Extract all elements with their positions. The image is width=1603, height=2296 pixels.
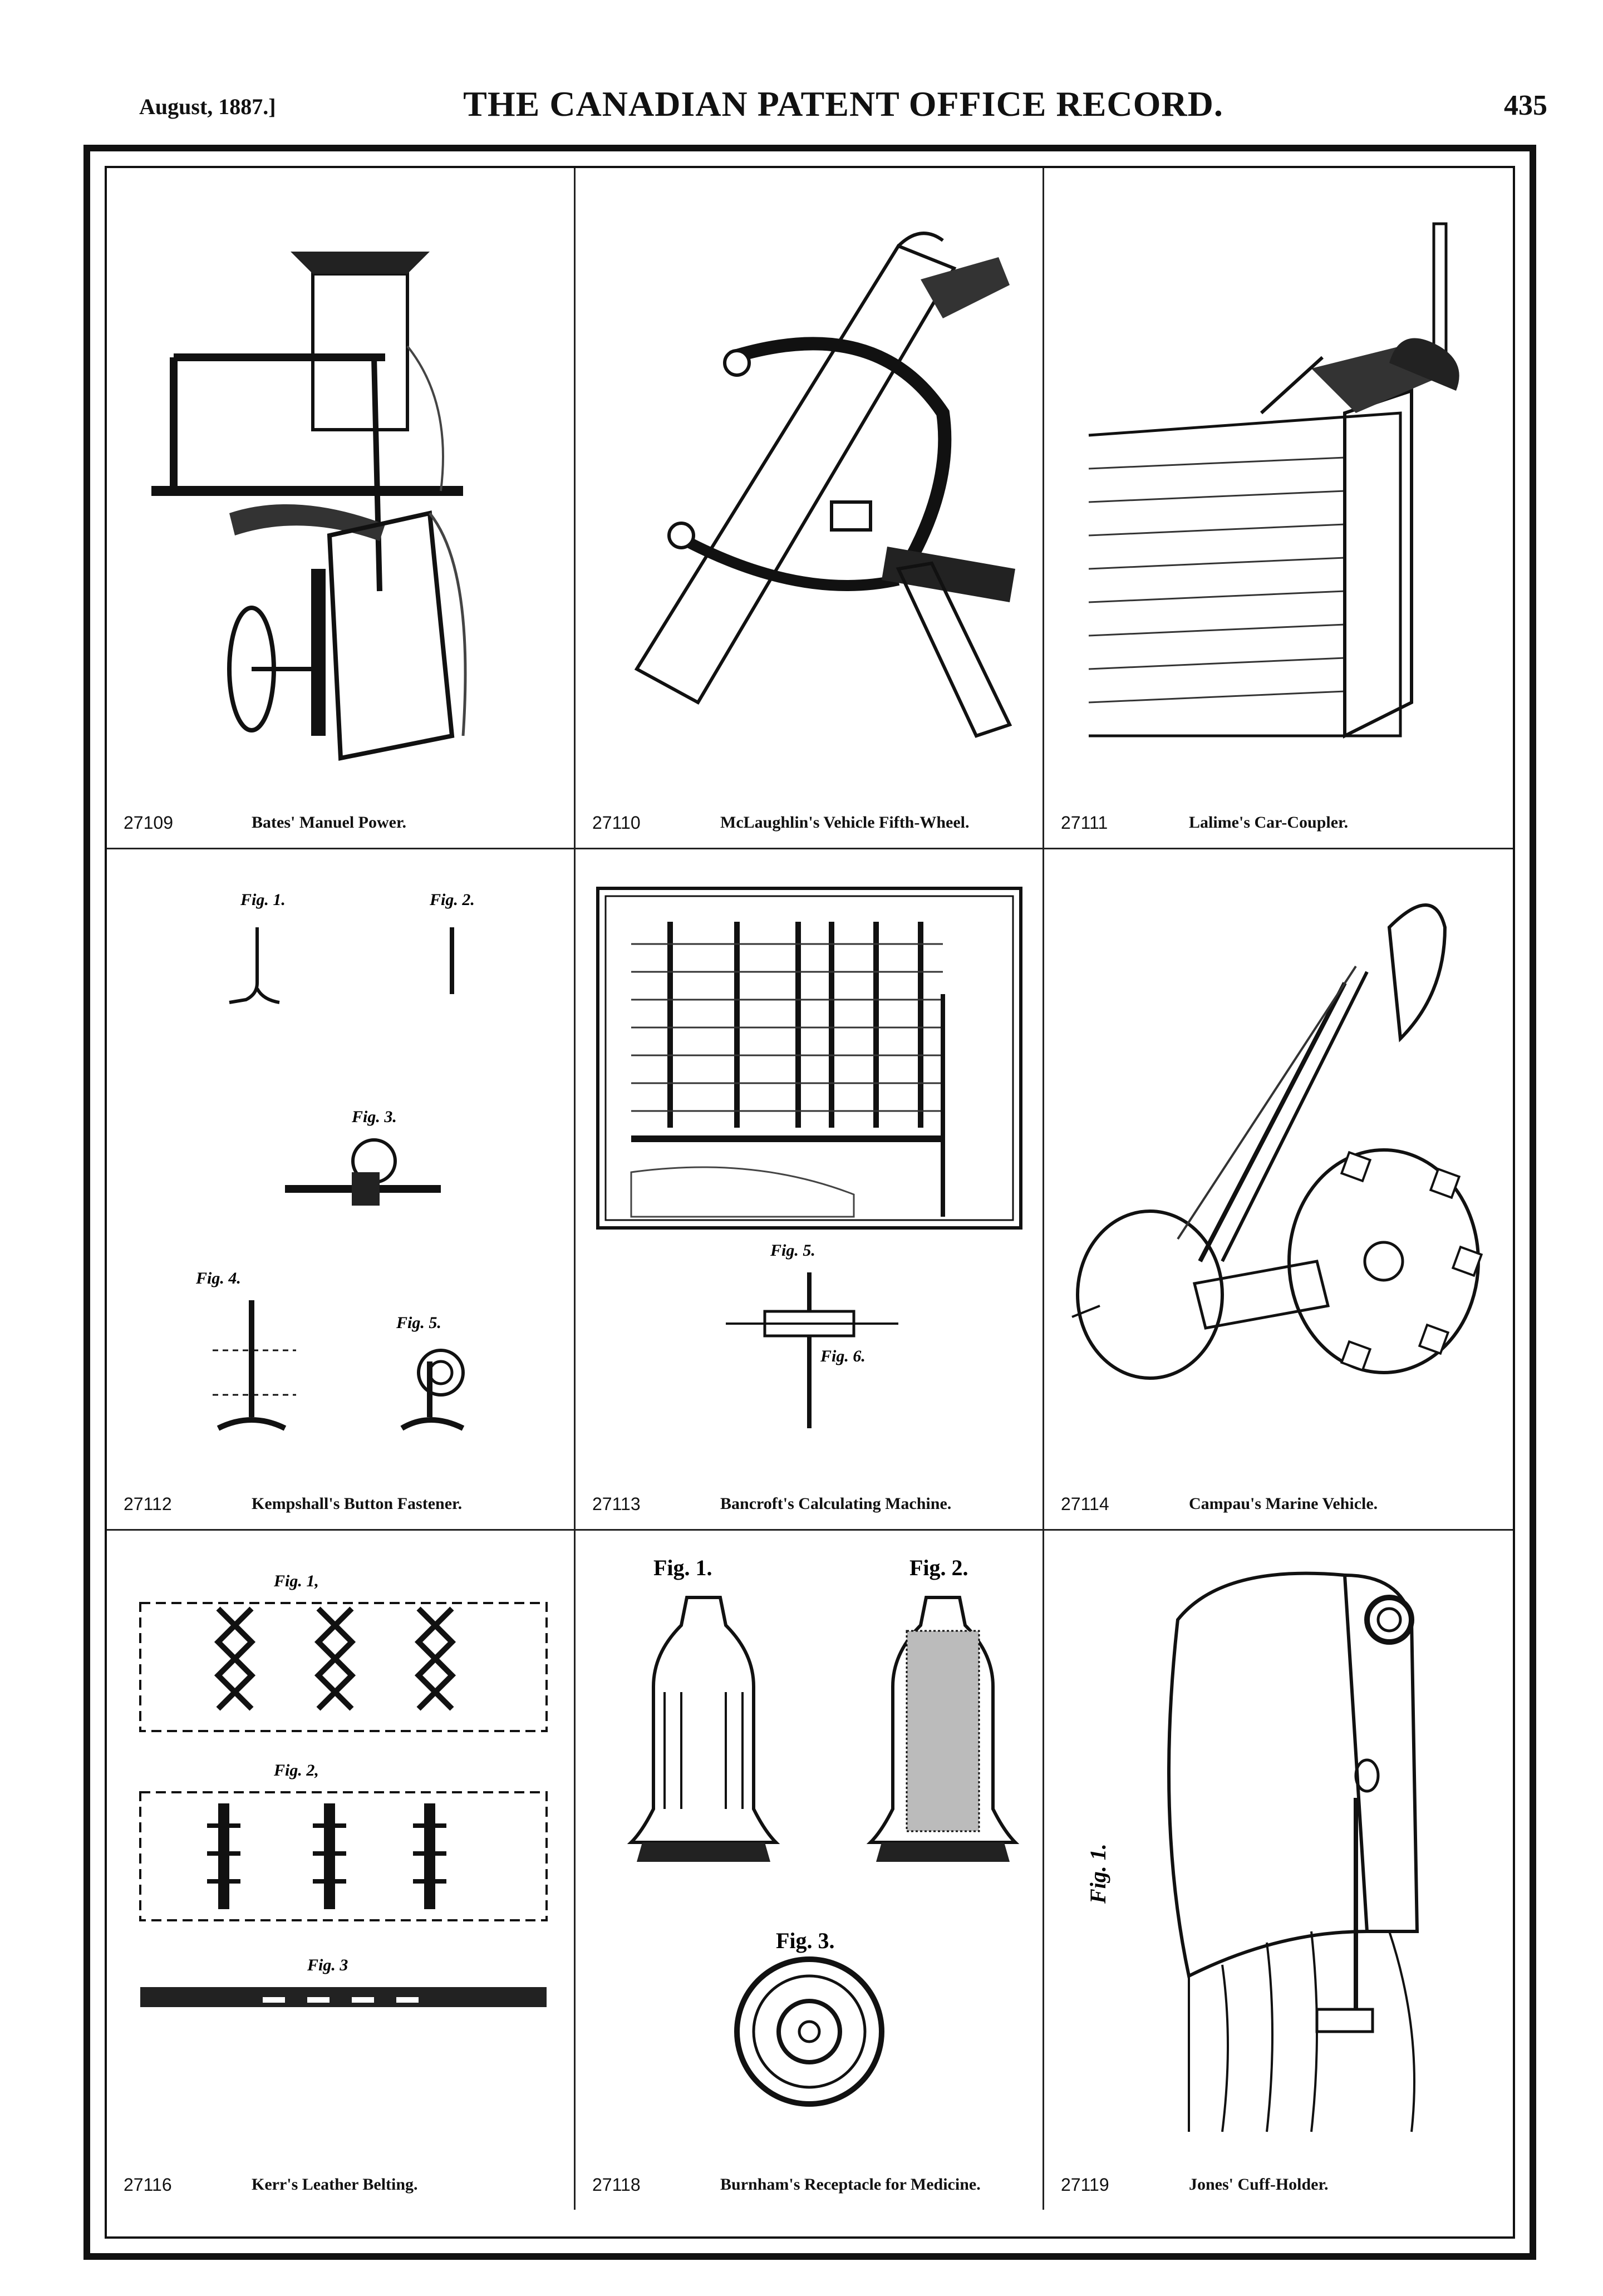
patent-cell-27119: Fig. 1. 27119 Jones' Cuff-Holder. (1044, 1531, 1513, 2210)
patent-cell-27114: 27114 Campau's Marine Vehicle. (1044, 849, 1513, 1531)
patent-title: Bates' Manuel Power. (252, 813, 407, 832)
patent-cell-27113: Fig. 5. Fig. 6. 27113 Bancroft's Calcula… (576, 849, 1044, 1531)
journal-title: THE CANADIAN PATENT OFFICE RECORD. (463, 84, 1223, 124)
patent-cell-27111: 27111 Lalime's Car-Coupler. (1044, 168, 1513, 849)
patent-number: 27118 (592, 2175, 641, 2195)
figure-label: Fig. 1. (240, 891, 286, 909)
patent-number: 27109 (124, 813, 173, 833)
patent-title: Kempshall's Button Fastener. (252, 1494, 463, 1513)
figure-label: Fig. 3 (307, 1956, 348, 1974)
patent-caption: 27116 Kerr's Leather Belting. (124, 2167, 557, 2195)
patent-number: 27114 (1061, 1494, 1109, 1514)
figure-label: Fig. 3. (351, 1108, 397, 1126)
figure-label: Fig. 2. (909, 1555, 968, 1580)
patent-title: Jones' Cuff-Holder. (1189, 2175, 1329, 2194)
figure-label: Fig. 3. (776, 1928, 835, 1953)
medicine-receptacle-drawing: Fig. 1. Fig. 2. Fig. 3. (627, 1555, 1020, 2107)
patent-number: 27110 (592, 813, 641, 833)
leather-belting-drawing: Fig. 1, Fig. 2, (139, 1572, 548, 2007)
figure-label: Fig. 5. (396, 1314, 441, 1332)
patent-title: Bancroft's Calculating Machine. (720, 1494, 952, 1513)
patent-title: Kerr's Leather Belting. (252, 2175, 418, 2194)
patent-cell-27118: Fig. 1. Fig. 2. Fig. 3. 27118 Burnham's … (576, 1531, 1044, 2210)
cuff-holder-drawing: Fig. 1. (1085, 1571, 1419, 2132)
patent-number: 27113 (592, 1494, 641, 1514)
patent-cell-27116: Fig. 1, Fig. 2, (107, 1531, 576, 2210)
fifth-wheel-drawing (634, 232, 1015, 738)
patent-caption: 27112 Kempshall's Button Fastener. (124, 1487, 557, 1515)
patent-number: 27112 (124, 1494, 172, 1514)
calculating-machine-drawing: Fig. 5. Fig. 6. (596, 887, 1022, 1428)
figure-label: Fig. 1. (1085, 1843, 1110, 1904)
patent-number: 27119 (1061, 2175, 1109, 2195)
manual-power-drawing (151, 252, 467, 761)
figure-label: Fig. 6. (820, 1347, 866, 1365)
patent-title: Lalime's Car-Coupler. (1189, 813, 1349, 832)
patent-title: McLaughlin's Vehicle Fifth-Wheel. (720, 813, 970, 832)
patent-caption: 27113 Bancroft's Calculating Machine. (592, 1487, 1026, 1515)
patent-title: Campau's Marine Vehicle. (1189, 1494, 1378, 1513)
header-date: August, 1887.] (139, 94, 276, 119)
button-fastener-drawing: Fig. 1. Fig. 2. Fig. 3. Fig. 4. Fig. 5. (195, 891, 475, 1431)
plate-frame: 27109 Bates' Manuel Power. 27110 McLaugh… (83, 145, 1536, 2260)
patent-caption: 27118 Burnham's Receptacle for Medicine. (592, 2167, 1026, 2195)
marine-vehicle-drawing (1071, 903, 1483, 1380)
patent-caption: 27114 Campau's Marine Vehicle. (1061, 1487, 1496, 1515)
patent-number: 27116 (124, 2175, 172, 2195)
patent-cell-27112: Fig. 1. Fig. 2. Fig. 3. Fig. 4. Fig. 5. … (107, 849, 576, 1531)
patent-caption: 27119 Jones' Cuff-Holder. (1061, 2167, 1496, 2195)
car-coupler-drawing (1088, 222, 1459, 739)
page-header: August, 1887.] THE CANADIAN PATENT OFFIC… (139, 83, 1547, 145)
patent-caption: 27109 Bates' Manuel Power. (124, 805, 557, 833)
patent-caption: 27110 McLaughlin's Vehicle Fifth-Wheel. (592, 805, 1026, 833)
patent-grid: 27109 Bates' Manuel Power. 27110 McLaugh… (105, 166, 1515, 2239)
patent-cell-27110: 27110 McLaughlin's Vehicle Fifth-Wheel. (576, 168, 1044, 849)
patent-caption: 27111 Lalime's Car-Coupler. (1061, 805, 1496, 833)
figure-label: Fig. 2. (429, 891, 475, 909)
page-number: 435 (1504, 90, 1547, 121)
figure-label: Fig. 1, (273, 1572, 319, 1590)
figure-label: Fig. 5. (770, 1241, 815, 1260)
figure-label: Fig. 2, (273, 1761, 319, 1779)
figure-label: Fig. 4. (195, 1269, 241, 1287)
patent-cell-27109: 27109 Bates' Manuel Power. (107, 168, 576, 849)
figure-label: Fig. 1. (653, 1555, 712, 1580)
patent-title: Burnham's Receptacle for Medicine. (720, 2175, 981, 2194)
patent-number: 27111 (1061, 813, 1108, 833)
